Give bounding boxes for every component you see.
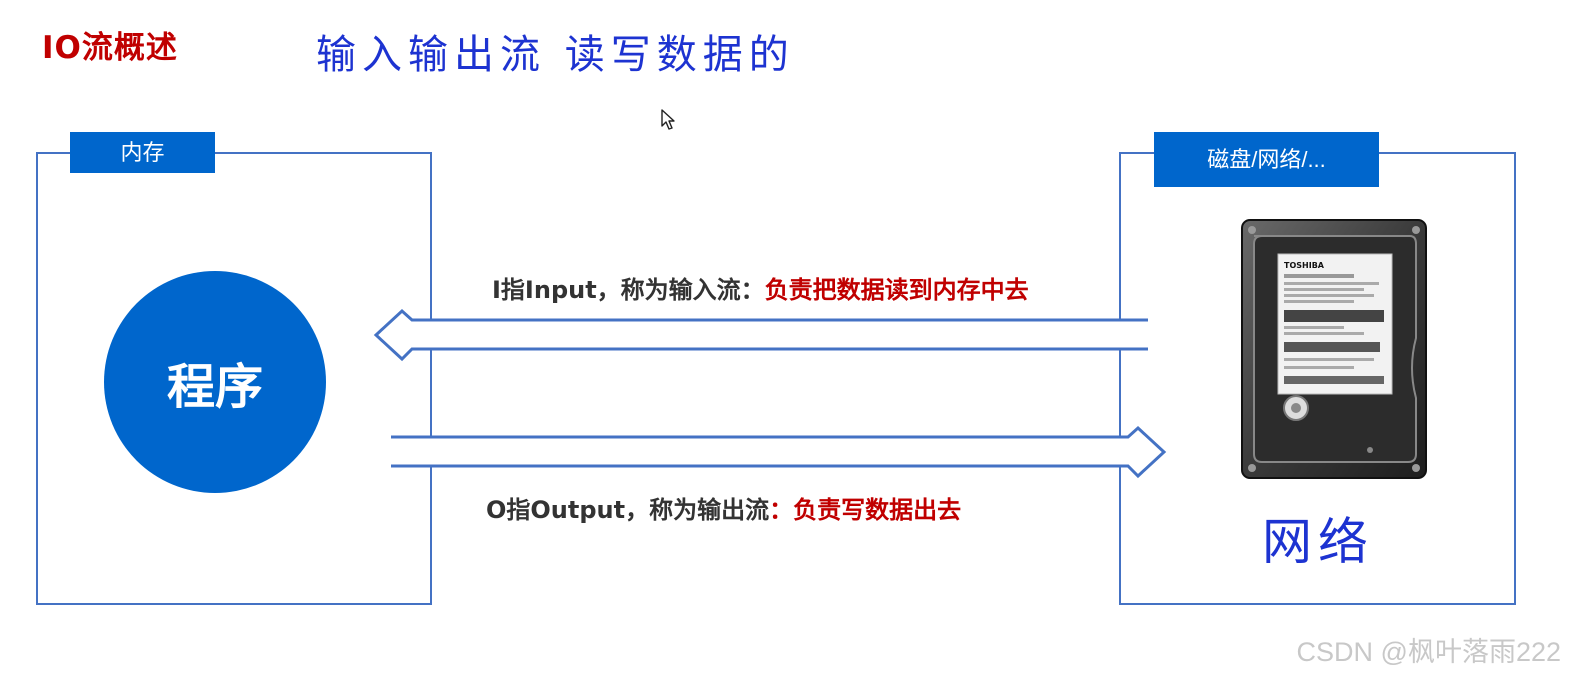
program-label: 程序	[166, 359, 263, 415]
memory-box-tab: 内存	[70, 132, 215, 173]
drive-brand-text: TOSHIBA	[1284, 261, 1325, 270]
input-stream-label: I指Input，称为输入流：负责把数据读到内存中去	[492, 270, 1029, 305]
input-stream-label-prefix: I指Input，称为输入流：	[492, 276, 765, 304]
slide-title: IO流概述	[42, 30, 178, 66]
input-stream-label-highlight: 负责把数据读到内存中去	[764, 276, 1029, 304]
mouse-cursor-icon	[661, 109, 675, 130]
memory-box	[36, 152, 432, 605]
program-circle: 程序	[104, 271, 326, 493]
input-stream-arrow	[373, 308, 1148, 362]
output-stream-label-highlight: ：负责写数据出去	[769, 496, 962, 524]
handwritten-annotation-top: 输入输出流 读写数据的	[316, 32, 795, 78]
storage-box-tab: 磁盘/网络/...	[1154, 132, 1379, 187]
output-stream-label-prefix: O指Output，称为输出流	[486, 496, 770, 524]
memory-box-tab-label: 内存	[120, 140, 165, 165]
storage-box-tab-label: 磁盘/网络/...	[1207, 147, 1326, 172]
output-stream-arrow	[391, 425, 1167, 479]
hard-drive-image: TOSHIBA	[1241, 219, 1427, 479]
handwritten-annotation-network: 网络	[1262, 513, 1374, 571]
watermark: CSDN @枫叶落雨222	[1296, 637, 1561, 667]
output-stream-label: O指Output，称为输出流：负责写数据出去	[486, 490, 961, 525]
